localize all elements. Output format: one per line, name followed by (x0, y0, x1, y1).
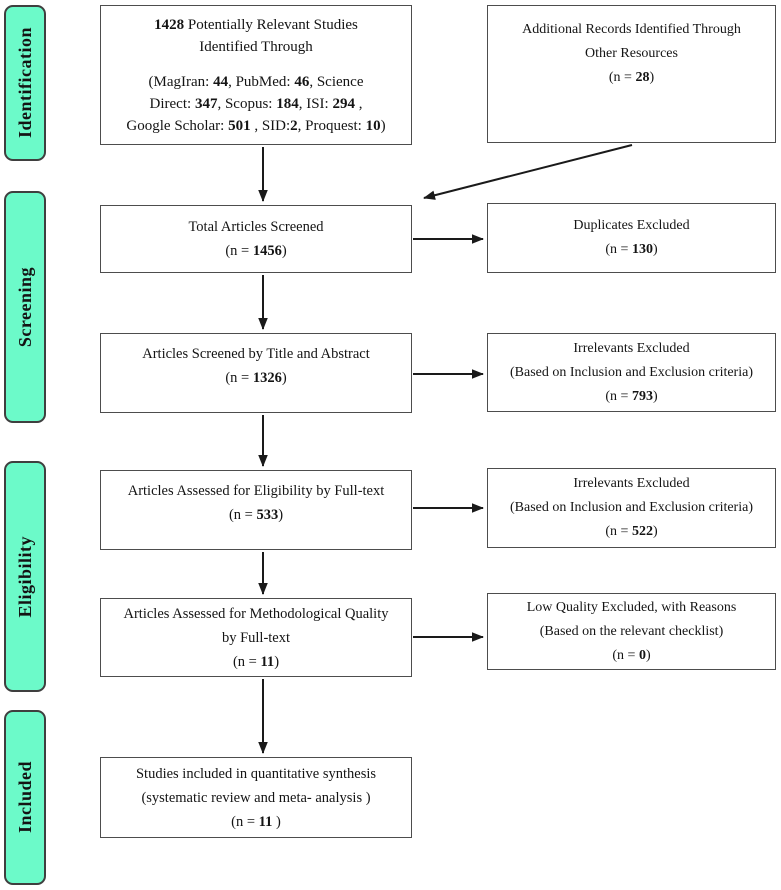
stage-label-screening: Screening (14, 266, 35, 348)
stage-label-eligibility: Eligibility (14, 535, 35, 618)
box-low-quality-excluded: Low Quality Excluded, with Reasons(Based… (487, 593, 776, 670)
stage-included: Included (4, 710, 46, 885)
box-screened-title-abstract: Articles Screened by Title and Abstract(… (100, 333, 412, 413)
stage-screening: Screening (4, 191, 46, 423)
box-included-synthesis: Studies included in quantitative synthes… (100, 757, 412, 838)
stage-eligibility: Eligibility (4, 461, 46, 692)
box-irrelevants-excluded-522: Irrelevants Excluded(Based on Inclusion … (487, 468, 776, 548)
box-eligibility-fulltext: Articles Assessed for Eligibility by Ful… (100, 470, 412, 550)
stage-identification: Identification (4, 5, 46, 161)
box-total-screened: Total Articles Screened(n = 1456) (100, 205, 412, 273)
box-duplicates-excluded: Duplicates Excluded(n = 130) (487, 203, 776, 273)
stage-label-identification: Identification (14, 27, 35, 139)
box-methodological-quality: Articles Assessed for Methodological Qua… (100, 598, 412, 677)
box-irrelevants-excluded-793: Irrelevants Excluded(Based on Inclusion … (487, 333, 776, 412)
stage-label-included: Included (14, 761, 35, 834)
arrow-additional-to-screened (423, 144, 633, 200)
